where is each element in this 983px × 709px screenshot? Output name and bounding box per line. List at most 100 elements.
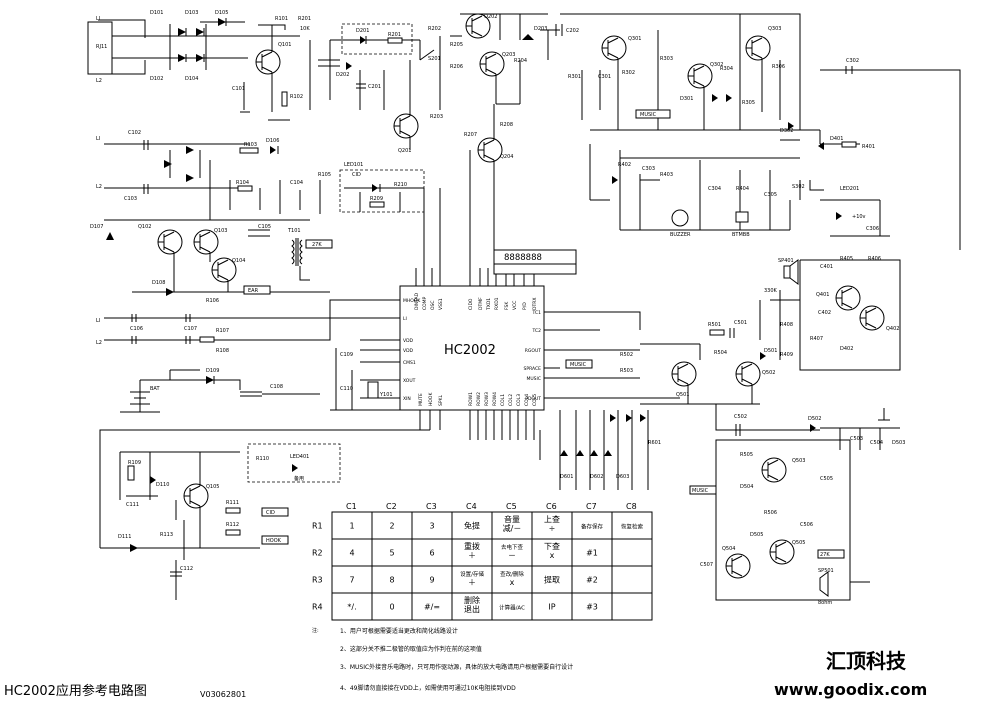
- chip-pin-label: DTMF: [478, 297, 484, 310]
- keypad-col-header: C4: [466, 502, 477, 511]
- ringer-led-section: R402 C303 R403 C304 R404 C305 BUZZER BTM…: [589, 144, 890, 238]
- display-digits: 8888888: [504, 253, 542, 263]
- keypad-col-header: C8: [626, 502, 637, 511]
- svg-text:HOOK: HOOK: [266, 538, 282, 544]
- doc-code: V03062801: [200, 690, 246, 699]
- keypad-cell: [571, 538, 613, 567]
- svg-text:C101: C101: [232, 86, 245, 92]
- svg-text:C501: C501: [734, 320, 747, 326]
- keypad-cell: [411, 538, 453, 567]
- svg-text:D602: D602: [590, 474, 603, 480]
- svg-text:8ohm: 8ohm: [818, 600, 832, 606]
- chip-pin-label: VCC: [512, 301, 518, 310]
- chip-pin-label: TC1: [532, 310, 542, 316]
- keypad-cell-label: 查改/删除: [500, 570, 524, 578]
- key-matrix-diodes: D601 D602 D603 R601: [539, 410, 661, 490]
- keypad-cell-label: 0: [389, 603, 394, 612]
- svg-text:C110: C110: [340, 386, 353, 392]
- svg-text:Q303: Q303: [768, 26, 781, 32]
- keypad-col-header: C1: [346, 502, 357, 511]
- chip-pin-label: MUTE: [418, 393, 424, 406]
- svg-text:D603: D603: [616, 474, 629, 480]
- keypad-cell-label: 4: [349, 549, 354, 558]
- keypad-row-header: R3: [312, 576, 323, 585]
- svg-text:MUSIC: MUSIC: [640, 112, 657, 118]
- svg-text:R401: R401: [862, 144, 875, 150]
- keypad-cell-label: x: [550, 551, 555, 560]
- chip-pin-label: HOOK: [428, 392, 434, 406]
- svg-text:SP501: SP501: [818, 568, 834, 574]
- keypad-col-header: C2: [386, 502, 397, 511]
- svg-text:R205: R205: [450, 42, 463, 48]
- svg-text:R106: R106: [206, 298, 219, 304]
- chip-pin-label: COL4: [524, 394, 530, 406]
- svg-text:Q502: Q502: [762, 370, 775, 376]
- keypad-cell-label: 免提: [464, 521, 480, 531]
- svg-text:S201: S201: [428, 56, 441, 62]
- speaker-amp-section: Q301 Q302 Q303 R301 C301 R302 R303 D301 …: [560, 13, 961, 250]
- keypad-cell: [611, 565, 653, 594]
- svg-text:R504: R504: [714, 350, 727, 356]
- svg-text:R506: R506: [764, 510, 777, 516]
- keypad-row-header: R1: [312, 522, 323, 531]
- svg-text:C104: C104: [290, 180, 303, 186]
- svg-text:LI: LI: [96, 136, 100, 142]
- svg-text:备用: 备用: [294, 475, 304, 482]
- keypad-cell: [451, 592, 493, 621]
- chip-pin-label: COL3: [516, 394, 522, 406]
- svg-text:R404: R404: [736, 186, 749, 192]
- svg-text:R107: R107: [216, 328, 229, 334]
- keypad-cell: [491, 565, 533, 594]
- keypad-cell-label: 上查: [544, 514, 560, 524]
- svg-text:R209: R209: [370, 196, 383, 202]
- svg-text:R203: R203: [430, 114, 443, 120]
- svg-text:Q204: Q204: [500, 154, 513, 160]
- keypad-row-header: R2: [312, 549, 323, 558]
- svg-text:Q503: Q503: [792, 458, 805, 464]
- svg-text:R207: R207: [464, 132, 477, 138]
- chip-label: HC2002: [444, 343, 496, 358]
- svg-text:D201: D201: [356, 28, 369, 34]
- svg-text:D107: D107: [90, 224, 103, 230]
- chip-pin-label: PDOUT: [525, 396, 541, 402]
- svg-text:D101: D101: [150, 10, 163, 16]
- ringer-driver-section: D107 Q102 Q103 Q104 D108 R106 C105 T101 …: [90, 219, 333, 304]
- keypad-cell-label: －: [508, 551, 516, 560]
- chip-pin-label: MHOOK: [403, 298, 421, 304]
- svg-text:R105: R105: [318, 172, 331, 178]
- keypad-cell: [611, 592, 653, 621]
- svg-text:CID: CID: [266, 510, 275, 516]
- svg-text:C305: C305: [764, 192, 777, 198]
- chip-pin-label: TXD1: [486, 298, 492, 311]
- svg-text:C109: C109: [340, 352, 353, 358]
- keypad-cell-label: 6: [429, 549, 434, 558]
- svg-text:R402: R402: [618, 162, 631, 168]
- svg-text:C304: C304: [708, 186, 721, 192]
- chip-body: [399, 285, 545, 411]
- svg-text:Y101: Y101: [379, 392, 393, 398]
- keypad-cell: [371, 511, 413, 540]
- keypad-col-header: C5: [506, 502, 517, 511]
- keypad-cell-label: 2: [389, 522, 394, 531]
- svg-text:R501: R501: [708, 322, 721, 328]
- svg-text:D203: D203: [534, 26, 547, 32]
- svg-text:D108: D108: [152, 280, 165, 286]
- svg-text:C401: C401: [820, 264, 833, 270]
- svg-text:R403: R403: [660, 172, 673, 178]
- svg-text:C102: C102: [128, 130, 141, 136]
- svg-text:R601: R601: [648, 440, 661, 446]
- chip-pin-label: DTRX: [532, 298, 538, 310]
- svg-text:D601: D601: [560, 474, 573, 480]
- svg-text:D503: D503: [892, 440, 905, 446]
- svg-text:Q105: Q105: [206, 484, 219, 490]
- svg-text:D105: D105: [215, 10, 228, 16]
- chip-pin-label: TC2: [532, 328, 542, 334]
- chip-pin-label: XOUT: [403, 378, 416, 384]
- transformer-t101: [291, 238, 303, 266]
- svg-text:L2: L2: [96, 78, 102, 84]
- optional-led-box: [247, 443, 341, 483]
- svg-text:LED401: LED401: [290, 454, 309, 460]
